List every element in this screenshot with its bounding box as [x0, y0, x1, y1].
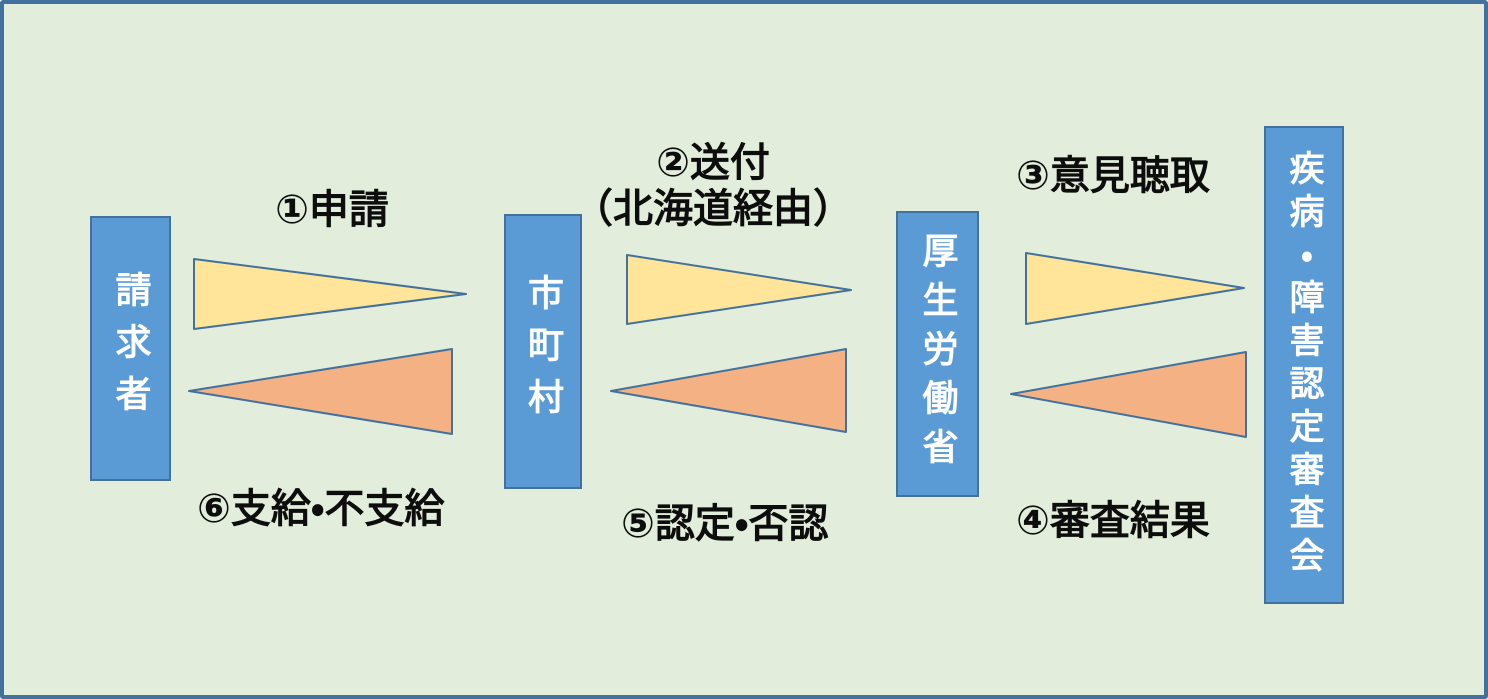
entity-label-mhlw: 厚生労働省 — [917, 231, 959, 477]
step-label-4-review-result: ④審査結果 — [1016, 499, 1210, 543]
arrow-step1-application-right — [193, 258, 467, 330]
entity-box-mhlw: 厚生労働省 — [896, 211, 979, 497]
step-label-3-opinion-hearing: ③意見聴取 — [1016, 154, 1210, 198]
entity-label-claimant: 請求者 — [110, 270, 152, 427]
arrow-step2-forwarding-right — [626, 254, 852, 325]
step-label-2-forwarding-via-hokkaido: ②送付 （北海道経由） — [573, 141, 853, 231]
entity-label-certification-council: 疾病・障害認定審査会 — [1284, 150, 1324, 580]
entity-box-claimant: 請求者 — [90, 216, 171, 481]
entity-box-municipality: 市町村 — [504, 214, 582, 489]
arrow-step5-certification-denial-left — [610, 348, 847, 433]
arrow-step3-opinion-hearing-right — [1025, 252, 1245, 325]
entity-box-certification-council: 疾病・障害認定審査会 — [1264, 126, 1344, 604]
entity-label-municipality: 市町村 — [523, 273, 564, 430]
arrow-layer — [188, 252, 1247, 438]
step-label-6-payment-or-nonpayment: ⑥支給・不支給 — [197, 487, 445, 531]
arrow-step6-payment-decision-left — [188, 348, 453, 435]
step-label-5-certification-or-denial: ⑤認定・否認 — [621, 502, 829, 546]
arrow-step4-review-result-left — [1010, 351, 1247, 438]
step-label-1-application: ①申請 — [275, 188, 389, 232]
